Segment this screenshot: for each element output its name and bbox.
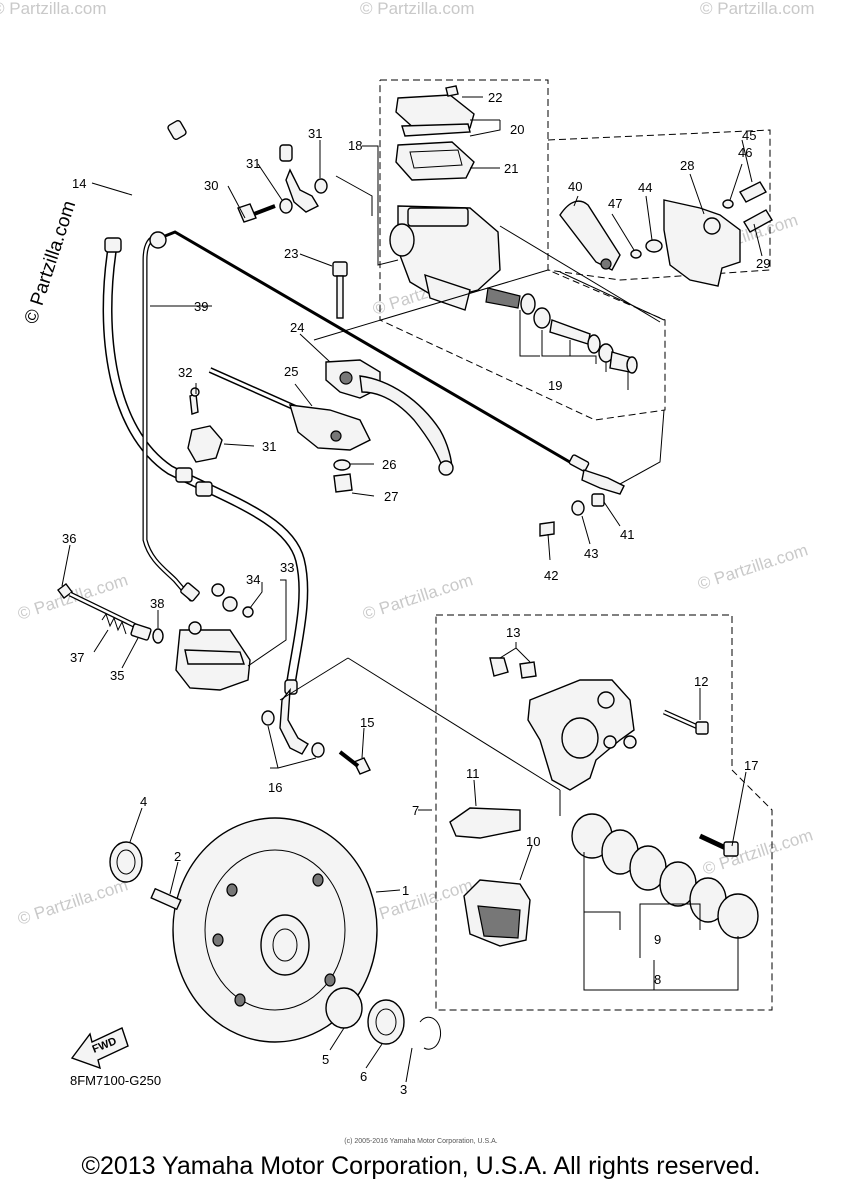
callout-13: 13 bbox=[506, 625, 520, 640]
brake-pads bbox=[449, 807, 531, 947]
callout-32: 31 bbox=[262, 439, 276, 454]
callout-47a: 46 bbox=[738, 145, 752, 160]
fasteners bbox=[237, 178, 605, 775]
callout-6: 6 bbox=[360, 1069, 367, 1084]
rear-caliper bbox=[57, 583, 254, 691]
callout-31b: 31 bbox=[308, 126, 322, 141]
callout-2: 2 bbox=[174, 849, 181, 864]
lever-bracket bbox=[559, 181, 773, 287]
callout-19: 19 bbox=[548, 378, 562, 393]
callout-37: 36 bbox=[62, 531, 76, 546]
callout-10: 10 bbox=[526, 834, 540, 849]
callout-20: 20 bbox=[510, 122, 524, 137]
callout-39: 38 bbox=[150, 596, 164, 611]
callout-38: 37 bbox=[70, 650, 84, 665]
front-caliper bbox=[489, 657, 739, 857]
leader-lines bbox=[61, 96, 763, 1083]
callout-12: 12 bbox=[694, 674, 708, 689]
switch bbox=[187, 387, 223, 463]
watermark: © Partzilla.com bbox=[360, 0, 475, 18]
callout-27: 27 bbox=[384, 489, 398, 504]
copyright-notice: ©2013 Yamaha Motor Corporation, U.S.A. A… bbox=[81, 1152, 761, 1180]
callout-1: 1 bbox=[402, 883, 409, 898]
watermark: © Partzilla.com bbox=[0, 0, 107, 18]
callout-40: 39 bbox=[194, 299, 208, 314]
box-bracket bbox=[547, 129, 771, 281]
piston-kit bbox=[485, 287, 638, 374]
callout-22: 22 bbox=[488, 90, 502, 105]
callout-36: 35 bbox=[110, 668, 124, 683]
watermark: © Partzilla.com bbox=[695, 540, 810, 593]
bolt bbox=[332, 261, 348, 319]
callout-4: 4 bbox=[140, 794, 147, 809]
caliper-pistons bbox=[571, 813, 759, 939]
callout-41: 40 bbox=[568, 179, 582, 194]
callout-3: 3 bbox=[400, 1082, 407, 1097]
brake-disc bbox=[109, 817, 442, 1050]
callout-16: 16 bbox=[268, 780, 282, 795]
callout-18: 18 bbox=[348, 138, 362, 153]
callout-23: 23 bbox=[284, 246, 298, 261]
callout-11: 11 bbox=[466, 766, 480, 781]
brake-hose bbox=[102, 89, 319, 755]
callout-46: 45 bbox=[742, 128, 756, 143]
callout-26: 26 bbox=[382, 457, 396, 472]
callout-14: 14 bbox=[72, 176, 86, 191]
brake-lever bbox=[325, 359, 454, 476]
watermark: © Partzilla.com bbox=[15, 875, 130, 928]
box-caliper-assembly bbox=[435, 614, 773, 1011]
box-master-cylinder bbox=[379, 79, 666, 421]
callout-17: 17 bbox=[744, 758, 758, 773]
master-cylinder bbox=[389, 85, 638, 374]
callout-30: 30 bbox=[204, 178, 218, 193]
callout-25: 25 bbox=[284, 364, 298, 379]
callout-28: 28 bbox=[680, 158, 694, 173]
watermark-main: © Partzilla.com bbox=[21, 198, 81, 326]
callout-21: 21 bbox=[504, 161, 518, 176]
callout-15: 15 bbox=[360, 715, 374, 730]
callout-24: 24 bbox=[290, 320, 304, 335]
callout-34: 33 bbox=[280, 560, 294, 575]
callout-5: 5 bbox=[322, 1052, 329, 1067]
callout-8: 8 bbox=[654, 972, 661, 987]
watermark: © Partzilla.com bbox=[360, 570, 475, 623]
callout-45: 44 bbox=[638, 180, 652, 195]
watermark: © Partzilla.com bbox=[360, 875, 475, 928]
callouts: 14 39 30 31 31 23 18 22 20 21 19 24 25 3… bbox=[62, 90, 770, 1097]
callout-29: 29 bbox=[756, 256, 770, 271]
callout-44: 43 bbox=[584, 546, 598, 561]
callout-35: 34 bbox=[246, 572, 260, 587]
callout-7: 7 bbox=[412, 803, 419, 818]
callout-47b: 47 bbox=[608, 196, 622, 211]
callout-43: 42 bbox=[544, 568, 558, 583]
watermarks: © Partzilla.com © Partzilla.com © Partzi… bbox=[0, 0, 815, 929]
callout-42: 41 bbox=[620, 527, 634, 542]
clutch-lever-holder bbox=[208, 367, 371, 493]
callout-31a: 31 bbox=[246, 156, 260, 171]
callout-9: 9 bbox=[654, 932, 661, 947]
watermark: © Partzilla.com bbox=[700, 0, 815, 18]
watermark: © Partzilla.com bbox=[700, 825, 815, 878]
callout-33: 32 bbox=[178, 365, 192, 380]
fwd-arrow: FWD bbox=[70, 1027, 129, 1070]
small-copyright: (c) 2005-2016 Yamaha Motor Corporation, … bbox=[344, 1138, 498, 1145]
diagram-code: 8FM7100-G250 bbox=[70, 1073, 161, 1088]
throttle-cable bbox=[142, 230, 625, 602]
